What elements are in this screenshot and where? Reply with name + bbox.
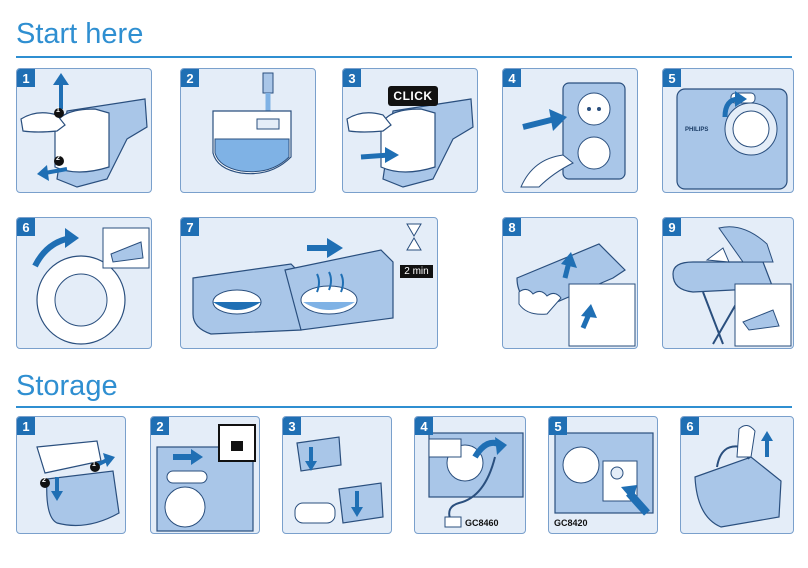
start-step-1-panel: 1 1 2 — [16, 68, 152, 193]
detach-water-tank-illustration — [20, 73, 148, 188]
step-number: 6 — [17, 218, 35, 236]
wind-cord-illustration — [428, 432, 524, 528]
power-on-dial-illustration — [676, 88, 788, 190]
step-number: 9 — [663, 218, 681, 236]
storage-step-4-panel: 4 GC8460 — [414, 416, 526, 534]
step-number: 5 — [549, 417, 567, 435]
step-number: 4 — [503, 69, 521, 87]
step-number: 2 — [181, 69, 199, 87]
callout-1: 1 — [56, 107, 60, 114]
heat-up-boiler-illustration — [192, 223, 422, 335]
step-number: 1 — [17, 417, 35, 435]
temperature-dial-illustration — [32, 227, 150, 345]
callout-2: 2 — [42, 477, 46, 484]
storage-step-6-panel: 6 — [680, 416, 794, 534]
storage-divider — [16, 406, 792, 408]
start-step-4-panel: 4 — [502, 68, 638, 193]
step-number: 3 — [283, 417, 301, 435]
start-step-7-panel: 7 — [180, 217, 438, 349]
step-number: 6 — [681, 417, 699, 435]
start-step-2-panel: 2 — [180, 68, 316, 193]
storage-step-2-panel: 2 — [150, 416, 260, 534]
start-step-9-panel: 9 — [662, 217, 794, 349]
model-label: GC8420 — [554, 518, 588, 528]
storage-step-1-panel: 1 1 2 — [16, 416, 126, 534]
step-number: 2 — [151, 417, 169, 435]
callout-2: 2 — [56, 155, 60, 162]
plug-in-socket-illustration — [520, 82, 626, 188]
start-step-5-panel: 5 PHILIPS — [662, 68, 794, 193]
fill-water-tank-illustration — [212, 72, 292, 175]
storage-step-3-panel: 3 — [282, 416, 392, 534]
start-step-8-panel: 8 — [502, 217, 638, 349]
place-iron-on-base-illustration — [36, 440, 120, 527]
storage-title: Storage — [16, 370, 118, 402]
reattach-water-tank-illustration — [346, 98, 474, 188]
carry-appliance-illustration — [294, 436, 384, 524]
heat-up-time-badge: 2 min — [400, 265, 433, 278]
start-here-divider — [16, 56, 792, 58]
lift-appliance-illustration — [694, 425, 782, 528]
click-badge: CLICK — [388, 86, 438, 106]
step-number: 5 — [663, 69, 681, 87]
brand-label: PHILIPS — [685, 127, 709, 133]
storage-step-5-panel: 5 GC8420 — [548, 416, 658, 534]
start-step-6-panel: 6 — [16, 217, 152, 349]
step-number: 3 — [343, 69, 361, 87]
callout-1: 1 — [92, 461, 96, 468]
step-number: 7 — [181, 218, 199, 236]
ironing-board-illustration — [672, 226, 792, 347]
steam-trigger-illustration — [516, 243, 636, 347]
step-number: 1 — [17, 69, 35, 87]
cord-compartment-illustration — [554, 432, 654, 516]
model-label: GC8460 — [465, 518, 499, 528]
step-number: 4 — [415, 417, 433, 435]
lock-iron-slider-illustration — [156, 424, 256, 532]
step-number: 8 — [503, 218, 521, 236]
start-here-title: Start here — [16, 18, 144, 50]
